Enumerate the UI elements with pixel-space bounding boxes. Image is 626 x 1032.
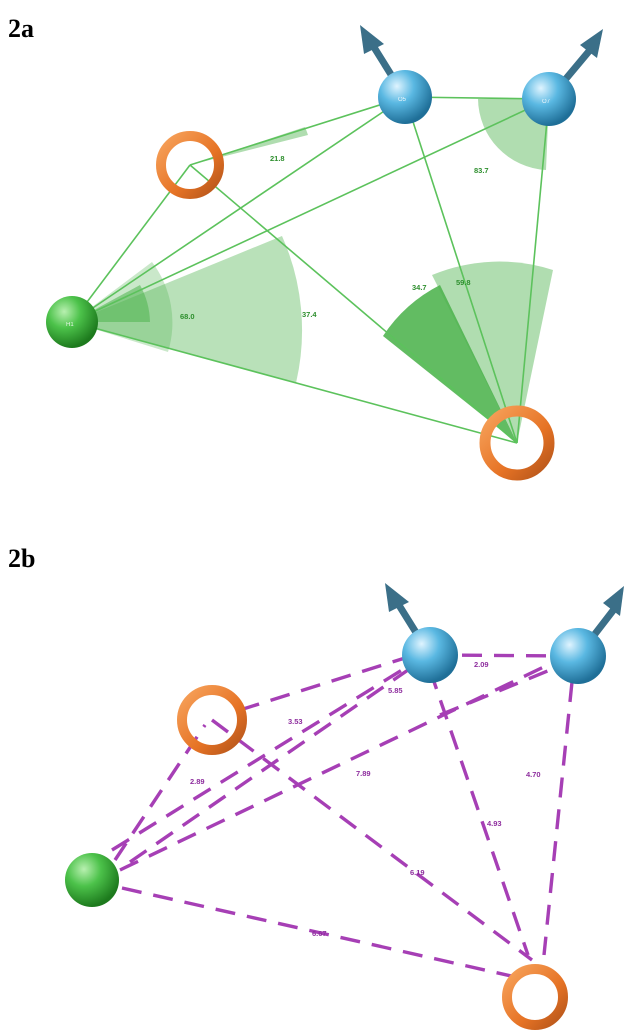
panel-2a: 2a [0, 0, 626, 500]
panel-2b: 2b [0, 530, 626, 1032]
line-h1-ring-bottom [71, 321, 518, 444]
dist-o5-o7 [429, 653, 579, 658]
dist-ring-ringbot [210, 718, 534, 962]
distance-label: 7.89 [356, 769, 371, 778]
line-ring-top-o5 [189, 96, 406, 166]
angle-diagram: 21.8 83.7 68.0 37.4 34.7 59.8 H1 O5 O7 [46, 25, 603, 481]
distance-label: 6.19 [410, 868, 425, 877]
distance-label: 2.09 [474, 660, 489, 669]
atom-o7-sphere [522, 72, 576, 126]
angle-wedges [72, 99, 553, 443]
angle-label: 37.4 [302, 310, 317, 319]
atom-h1-sphere [65, 853, 119, 907]
dist-ring-o7 [439, 668, 551, 717]
distance-lines [111, 653, 579, 980]
line-h1-o5 [71, 96, 406, 323]
dist-h1-o5-b [129, 668, 409, 864]
atoms: H1 O5 O7 [46, 70, 576, 481]
wedge-34-7 [383, 285, 517, 443]
wedge-59-8 [432, 261, 553, 443]
dist-o5-ringbot [428, 669, 530, 956]
distance-diagram: 2.09 3.53 5.85 4.70 2.89 7.89 4.93 6.19 … [65, 583, 624, 1030]
line-ring-top-ring-bottom [189, 164, 518, 444]
ring-top [156, 131, 224, 199]
angle-label: 68.0 [180, 312, 195, 321]
line-o5-ring-bottom [404, 96, 518, 444]
atoms [65, 627, 606, 1030]
arrow-head-icon [603, 586, 624, 616]
wedge-37-4 [72, 236, 303, 383]
arrow-head-icon [580, 29, 603, 58]
atom-h1-sphere [46, 296, 98, 348]
atom-o7-label: O7 [542, 99, 551, 105]
angle-label: 21.8 [270, 154, 285, 163]
dist-h1-ringbot [121, 886, 521, 980]
dist-h1-o7 [119, 661, 553, 872]
atom-o5-label: O5 [398, 97, 407, 103]
line-o7-ring-bottom [516, 98, 550, 444]
line-h1-o7 [71, 98, 550, 323]
dist-o7-ringbot [542, 681, 574, 956]
dist-h1-o5 [111, 663, 411, 852]
arrow-head-icon [385, 583, 409, 612]
distance-label: 2.89 [190, 777, 205, 786]
atom-o5-sphere [378, 70, 432, 124]
ring-bottom [479, 405, 555, 481]
dist-ring-o5 [239, 656, 406, 712]
distance-label: 6.67 [312, 929, 327, 938]
arrow-head-icon [360, 25, 384, 54]
atom-o7-sphere [550, 628, 606, 684]
ring-bottom [502, 964, 568, 1030]
ring-top [177, 685, 247, 755]
angle-label: 34.7 [412, 283, 427, 292]
angle-label: 83.7 [474, 166, 489, 175]
dist-h1-ring [113, 724, 207, 861]
panel-label-2a: 2a [8, 14, 34, 43]
distance-label: 5.85 [388, 686, 403, 695]
distance-label: 4.93 [487, 819, 502, 828]
panel-label-2b: 2b [8, 544, 36, 573]
angle-lines [71, 96, 550, 444]
distance-label: 3.53 [288, 717, 303, 726]
atom-o5-sphere [402, 627, 458, 683]
angle-label: 59.8 [456, 278, 471, 287]
distance-label: 4.70 [526, 770, 541, 779]
atom-h1-label: H1 [66, 322, 74, 328]
